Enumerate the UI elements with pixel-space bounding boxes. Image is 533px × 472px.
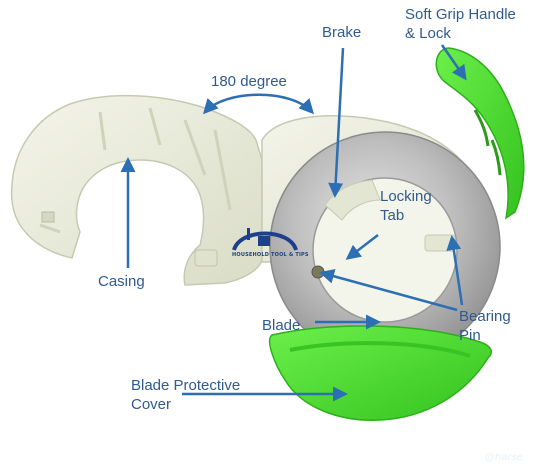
soft-grip-label-line1: Soft Grip Handle	[405, 6, 516, 23]
bearing-pin-label-line2: Pin	[459, 327, 481, 344]
protective-cover-label-line2: Cover	[131, 396, 172, 413]
locking-tab-label-line1: Locking	[380, 188, 432, 205]
soft-grip-label-line2: & Lock	[405, 25, 451, 42]
locking-tab-arrow	[345, 234, 379, 260]
watermark-text: HOUSEHOLD TOOL & TIPS	[232, 252, 309, 258]
casing-label: Casing	[98, 273, 145, 290]
locking-tab-label-line2: Tab	[380, 207, 405, 224]
soft-grip-handle	[435, 47, 525, 220]
casing-left-half	[10, 94, 263, 286]
bearing-pin-label-line1: Bearing	[459, 308, 511, 325]
degree-label: 180 degree	[211, 73, 287, 90]
watermark-logo	[232, 228, 298, 251]
brake-label: Brake	[322, 24, 362, 41]
brake-arrow	[328, 47, 345, 198]
degree-arc	[202, 93, 315, 115]
signature-watermark: @harse	[485, 452, 523, 463]
protective-cover-label-line1: Blade Protective	[131, 377, 241, 394]
blade-ring	[269, 131, 501, 363]
bearing-pin-arrow-2	[446, 235, 464, 306]
soft-grip-arrow	[440, 44, 467, 81]
blade-protective-cover	[268, 325, 493, 421]
bearing-pin-arrow	[319, 268, 458, 312]
blade-label: Blade	[262, 317, 301, 334]
